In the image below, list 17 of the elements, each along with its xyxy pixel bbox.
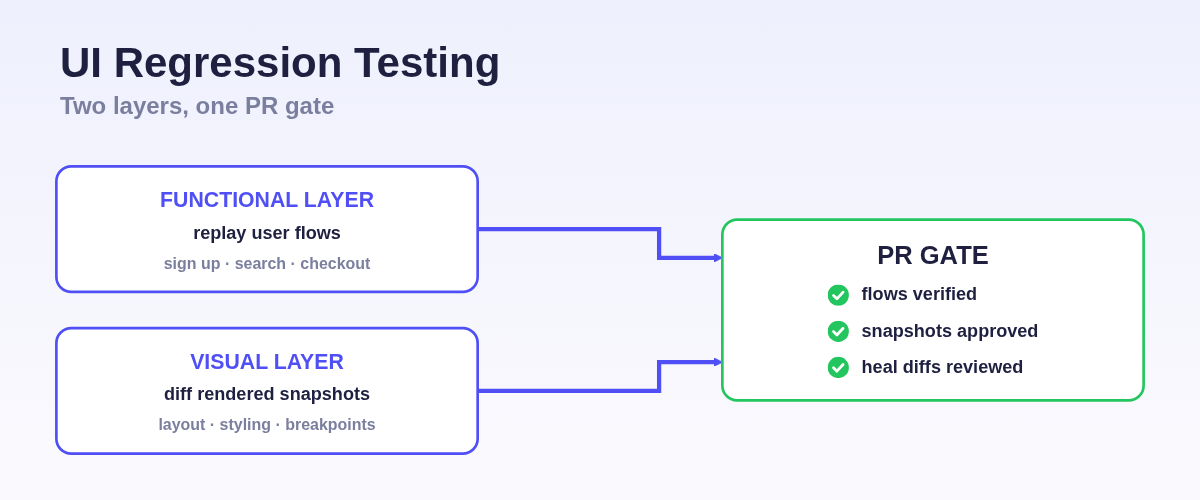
subtitle: Two layers, one PR gate [60,92,336,121]
checklist-item: flows verified [861,284,978,305]
node-detail: sign up · search · checkout [163,253,371,272]
checklist-item: snapshots approved [861,320,1039,341]
node-heading: FUNCTIONAL LAYER [160,187,374,212]
node-heading: PR GATE [877,240,989,270]
node-box [55,326,479,455]
node-box [721,218,1145,402]
node-detail: layout · styling · breakpoints [158,415,376,434]
node-text: replay user flows [193,222,341,243]
arrow [477,357,723,393]
diagram-title: UI Regression Testing [60,40,501,87]
checklist-item: heal diffs reviewed [861,356,1024,377]
node-text: diff rendered snapshots [164,384,370,405]
arrow [477,227,723,263]
node-box [55,165,479,294]
node-heading: VISUAL LAYER [190,349,344,373]
